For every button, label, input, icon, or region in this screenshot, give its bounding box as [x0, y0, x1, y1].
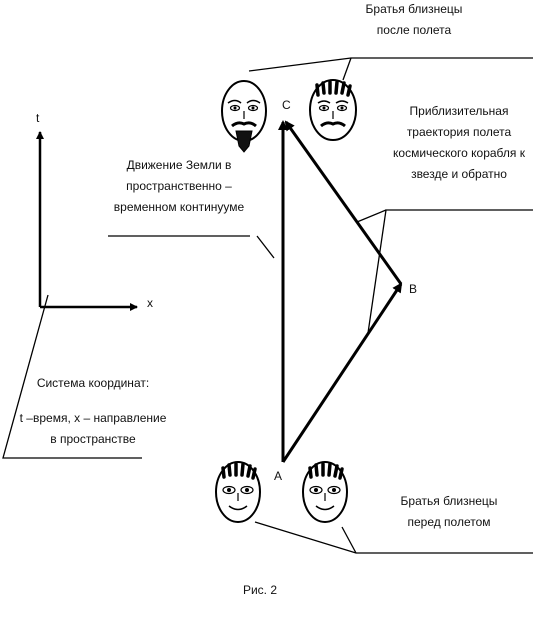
- face-twin-before-right: [302, 461, 348, 523]
- x-axis-label: x: [147, 296, 153, 310]
- leader-trajectory-tick: [356, 209, 387, 223]
- earth-motion-label: Движение Земли в пространственно – време…: [113, 158, 245, 214]
- figure-caption: Рис. 2: [242, 583, 278, 597]
- point-c-label: C: [282, 98, 291, 112]
- leader-twins-after-tick: [342, 57, 352, 81]
- twins-before-label: Братья близнецы перед полетом: [400, 494, 498, 529]
- t-axis-label: t: [36, 111, 40, 125]
- point-b-label: B: [409, 282, 418, 296]
- path-b-to-c: [284, 120, 403, 285]
- face-twin-before-left: [215, 461, 261, 523]
- path-a-to-b: [281, 282, 403, 463]
- leader-twins-before-tick: [341, 526, 357, 554]
- leader-coordinate-system: [2, 294, 142, 459]
- coordinate-system-label: Система координат: t –время, x – направл…: [19, 376, 167, 446]
- face-space-twin-after: [309, 79, 357, 141]
- leader-earth-motion-tick: [256, 235, 275, 259]
- twins-after-label: Братья близнецы после полета: [365, 2, 463, 37]
- point-a-label: A: [274, 469, 283, 483]
- leader-twins-after: [248, 57, 533, 72]
- trajectory-label: Приблизительная траектория полета космич…: [393, 104, 525, 181]
- face-earth-twin-after: [221, 80, 267, 153]
